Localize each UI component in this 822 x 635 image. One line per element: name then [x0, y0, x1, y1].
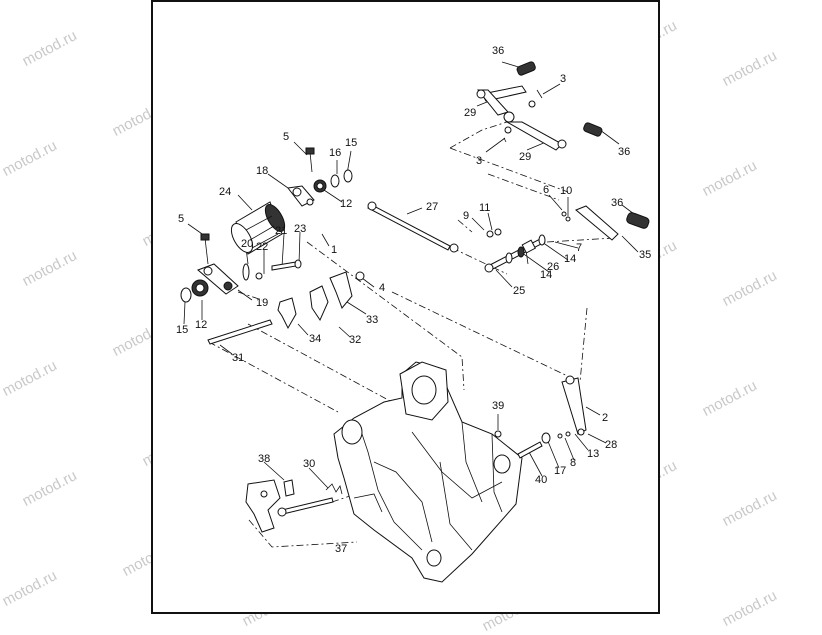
callout-c18: 18 [256, 165, 268, 177]
callout-c9: 9 [463, 210, 469, 222]
spring [325, 483, 343, 495]
callout-c31: 31 [232, 352, 244, 364]
callout-c32: 32 [349, 334, 361, 346]
drum-detent [197, 233, 302, 295]
callout-c11: 11 [479, 202, 490, 214]
transmission-housing [333, 361, 523, 583]
callout-c27: 27 [426, 201, 438, 213]
callout-c3a: 3 [560, 73, 566, 85]
callout-c3b: 3 [476, 155, 482, 167]
callout-c34: 34 [309, 333, 321, 345]
callout-c39: 39 [492, 400, 504, 412]
assembly-lines [208, 121, 615, 548]
upper-bolt [305, 147, 315, 173]
watermark-text: motod.ru [19, 467, 80, 510]
linkage-rod [484, 228, 546, 273]
callout-c4: 4 [379, 282, 385, 294]
callout-c1: 1 [331, 244, 337, 256]
bearing-upper [313, 169, 353, 193]
fork-shaft [207, 319, 273, 345]
shift-drum [230, 201, 286, 255]
callout-c13: 13 [587, 448, 599, 460]
callout-c37: 37 [335, 543, 347, 555]
watermark-text: motod.ru [19, 27, 80, 70]
callout-c30: 30 [303, 458, 315, 470]
clutch-lever [494, 375, 587, 459]
callout-c38: 38 [258, 453, 270, 465]
callout-c16: 16 [329, 147, 341, 159]
watermark-text: motod.ru [719, 267, 780, 310]
callout-c28: 28 [605, 439, 617, 451]
watermark-text: motod.ru [699, 377, 760, 420]
watermark-text: motod.ru [719, 587, 780, 630]
callout-c5b: 5 [178, 213, 184, 225]
callout-c24: 24 [219, 186, 231, 198]
callout-c7: 7 [576, 242, 582, 254]
callout-c33: 33 [366, 314, 378, 326]
callout-c5a: 5 [283, 131, 289, 143]
callout-c2: 2 [602, 412, 608, 424]
shift-lever-right [561, 205, 650, 241]
shift-forks [277, 271, 365, 330]
callout-c29b: 29 [519, 151, 531, 163]
callout-c20: 20 [241, 238, 253, 250]
callout-c21: 21 [275, 225, 287, 237]
callout-c22: 22 [256, 241, 268, 253]
callout-c15a: 15 [345, 137, 357, 149]
shift-lever-lower [503, 121, 603, 151]
callout-c36b: 36 [618, 146, 630, 158]
callout-c23: 23 [294, 223, 306, 235]
callout-c15b: 15 [176, 324, 188, 336]
shift-lever-upper [476, 61, 543, 123]
callout-c29a: 29 [464, 107, 476, 119]
callout-c14a: 14 [540, 269, 552, 281]
leader-lines [183, 61, 639, 489]
watermark-text: motod.ru [19, 247, 80, 290]
shifter-rod [367, 201, 459, 253]
watermark-text: motod.ru [699, 157, 760, 200]
callout-c36c: 36 [611, 197, 623, 209]
callout-c17: 17 [554, 465, 566, 477]
exploded-parts-diagram: 3632932936516151824122761036911520222123… [176, 45, 651, 583]
watermark-text: motod.ru [719, 487, 780, 530]
callout-c14b: 14 [564, 253, 576, 265]
callout-c6: 6 [543, 184, 549, 196]
watermark-text: motod.ru [0, 137, 60, 180]
callout-c19: 19 [256, 297, 268, 309]
watermark-text: motod.ru [0, 567, 60, 610]
callout-c12b: 12 [195, 319, 207, 331]
watermark-text: motod.ru [0, 357, 60, 400]
watermark-text: motod.ru [719, 47, 780, 90]
callout-c8: 8 [570, 457, 576, 469]
callout-c40: 40 [535, 474, 547, 486]
callout-c36a: 36 [492, 45, 504, 57]
bearing-lower [180, 279, 209, 303]
callout-c25: 25 [513, 285, 525, 297]
callout-c10: 10 [560, 185, 572, 197]
callout-c12a: 12 [340, 198, 352, 210]
drum-cam [287, 185, 315, 207]
shift-pawl-plate [245, 479, 334, 533]
callout-c26: 26 [547, 261, 559, 273]
callout-c35: 35 [639, 249, 651, 261]
